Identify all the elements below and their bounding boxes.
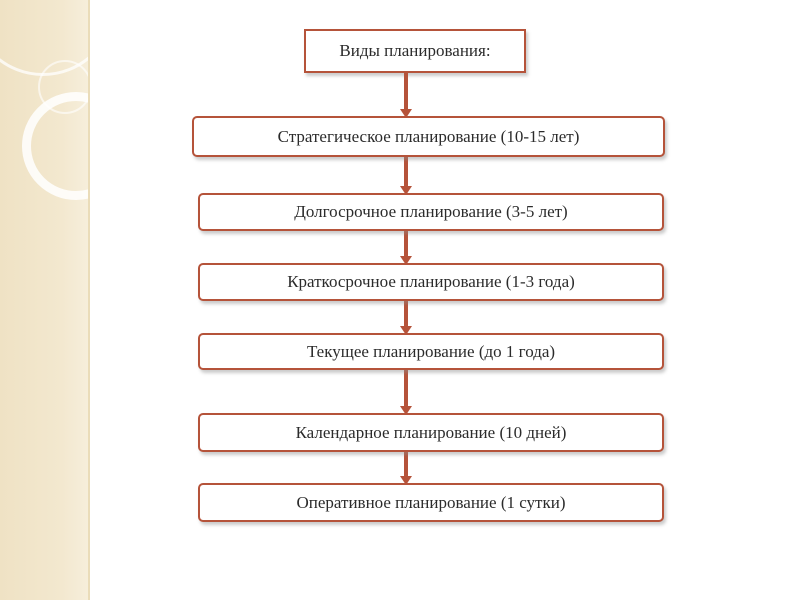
box-shortterm-planning: Краткосрочное планирование (1-3 года) <box>198 263 664 301</box>
arrow-calendar-to-operational <box>400 452 412 485</box>
box-strategic-planning: Стратегическое планирование (10-15 лет) <box>192 116 665 157</box>
box-calendar-planning: Календарное планирование (10 дней) <box>198 413 664 452</box>
decorative-side-band <box>0 0 88 600</box>
arrow-longterm-to-shortterm <box>400 231 412 265</box>
box-longterm-planning: Долгосрочное планирование (3-5 лет) <box>198 193 664 231</box>
box-operational-planning: Оперативное планирование (1 сутки) <box>198 483 664 522</box>
arrow-current-to-calendar <box>400 370 412 415</box>
decorative-ring <box>22 92 88 200</box>
arrow-root-to-strategic <box>400 73 412 118</box>
arrow-shortterm-to-current <box>400 301 412 335</box>
arrow-strategic-to-longterm <box>400 157 412 195</box>
side-band-edge <box>88 0 90 600</box>
root-box: Виды планирования: <box>304 29 526 73</box>
box-current-planning: Текущее планирование (до 1 года) <box>198 333 664 370</box>
